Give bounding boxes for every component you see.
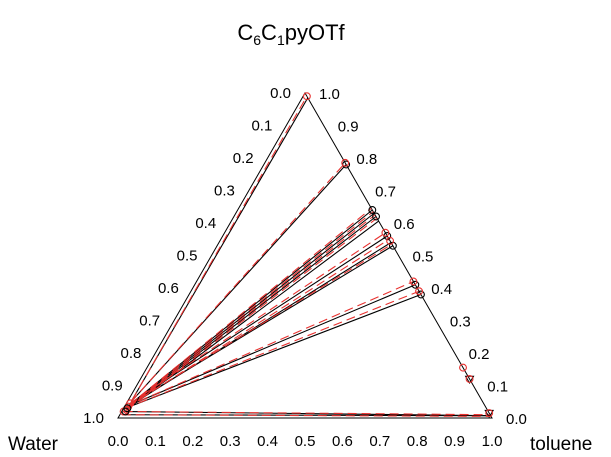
left-tick-label: 0.8 — [121, 345, 142, 362]
bottom-tick-label: 0.2 — [182, 433, 203, 450]
experimental-circle-marker — [372, 212, 381, 221]
left-tick-label: 0.9 — [102, 378, 123, 395]
right-tick-label: 0.6 — [394, 216, 415, 233]
experimental-triangle-marker — [464, 375, 475, 384]
model-tie-line — [125, 290, 420, 409]
experimental-tie-line — [131, 97, 309, 401]
right-tick-label: 0.3 — [450, 314, 471, 331]
model-tie-line — [130, 162, 346, 403]
model-tie-line — [127, 214, 376, 409]
model-tie-line — [123, 410, 491, 416]
model-circle-marker — [381, 228, 390, 237]
bottom-tick-label: 0.0 — [108, 433, 129, 450]
left-tick-label: 0.3 — [214, 183, 235, 200]
bottom-tick-label: 0.5 — [295, 433, 316, 450]
bottom-tick-label: 0.4 — [257, 433, 278, 450]
bottom-tick-label: 0.9 — [444, 433, 465, 450]
model-tie-line — [126, 280, 414, 408]
model-circle-marker — [341, 158, 350, 167]
model-circle-marker — [386, 236, 395, 245]
experimental-circle-marker — [342, 160, 351, 169]
right-tick-label: 0.8 — [356, 151, 377, 168]
model-circle-marker — [409, 277, 418, 286]
bottom-tick-label: 0.1 — [145, 433, 166, 450]
right-tick-label: 0.1 — [487, 379, 508, 396]
left-tick-label: 0.0 — [270, 85, 291, 102]
bottom-tick-label: 0.6 — [332, 433, 353, 450]
model-tie-line — [128, 207, 372, 406]
experimental-circle-marker — [368, 206, 377, 214]
experimental-triangle-marker — [484, 409, 495, 419]
model-tie-line — [131, 95, 308, 401]
left-tick-label: 0.6 — [158, 280, 179, 297]
right-tick-label: 0.4 — [431, 281, 452, 298]
model-tie-line — [129, 232, 386, 404]
model-tie-line — [128, 243, 393, 406]
left-tick-label: 0.7 — [139, 313, 160, 330]
experimental-tie-line — [125, 293, 422, 409]
left-tick-label: 1.0 — [83, 410, 104, 427]
corner-label-toluene: toluene — [530, 434, 592, 452]
experimental-tie-line — [129, 235, 388, 404]
left-tick-label: 0.4 — [195, 215, 216, 232]
experimental-tie-line — [127, 216, 377, 409]
bottom-tick-label: 0.8 — [407, 433, 428, 450]
experimental-tie-line — [130, 164, 347, 403]
left-tick-label: 0.5 — [177, 248, 198, 265]
model-circle-marker — [415, 287, 424, 296]
chart-title: C6C1pyOTf — [237, 20, 345, 48]
right-tick-label: 0.9 — [338, 119, 359, 136]
right-tick-label: 0.0 — [506, 411, 527, 428]
left-tick-label: 0.2 — [233, 150, 254, 167]
model-tie-line — [121, 414, 492, 417]
bottom-tick-label: 0.3 — [220, 433, 241, 450]
bottom-tick-label: 0.7 — [369, 433, 390, 450]
triangle-frame — [117, 91, 493, 419]
experimental-circle-marker — [123, 404, 132, 413]
corner-label-water: Water — [8, 434, 59, 452]
right-tick-label: 0.7 — [375, 184, 396, 201]
model-circle-marker — [459, 363, 467, 372]
model-tie-line — [126, 217, 378, 411]
right-tick-label: 1.0 — [319, 86, 340, 103]
model-circle-marker — [302, 92, 311, 101]
experimental-tie-line — [127, 212, 375, 408]
model-tie-line — [127, 211, 374, 408]
model-circle-marker — [465, 375, 474, 383]
experimental-tie-line — [128, 209, 373, 406]
right-tick-label: 0.5 — [413, 249, 434, 266]
model-circle-marker — [485, 409, 494, 418]
bottom-tick-label: 1.0 — [482, 433, 503, 450]
model-tie-line — [127, 238, 390, 408]
experimental-tie-line — [128, 245, 394, 406]
right-tick-label: 0.2 — [469, 346, 490, 363]
left-tick-label: 0.1 — [251, 118, 272, 135]
experimental-tie-line — [126, 284, 416, 408]
